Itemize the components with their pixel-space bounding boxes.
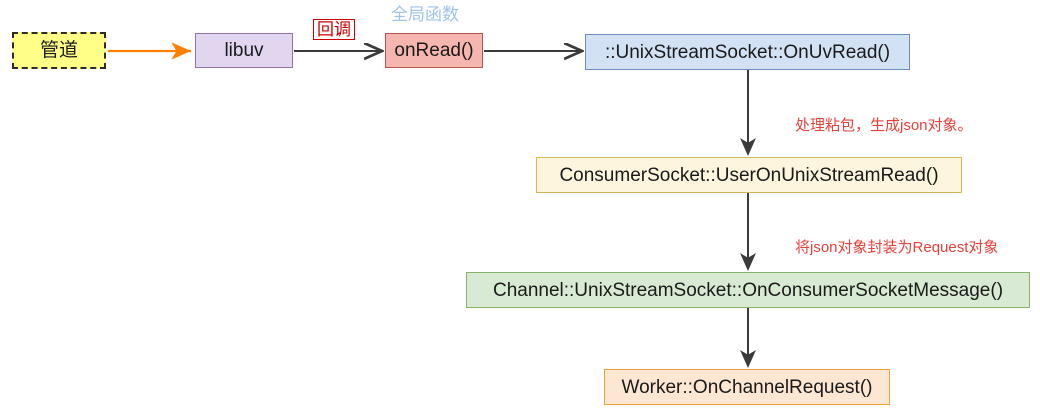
annotation-note-json-object: 处理粘包，生成json对象。 — [795, 117, 973, 134]
node-worker-on-channel-request[interactable]: Worker::OnChannelRequest() — [604, 369, 890, 405]
node-consumer-socket[interactable]: ConsumerSocket::UserOnUnixStreamRead() — [536, 157, 962, 193]
node-channel-unix-stream-socket-label: Channel::UnixStreamSocket::OnConsumerSoc… — [492, 279, 1004, 301]
node-libuv-label: libuv — [224, 40, 264, 61]
node-pipe[interactable]: 管道 — [12, 32, 106, 69]
node-onuvread-label: ::UnixStreamSocket::OnUvRead() — [604, 41, 891, 63]
node-onuvread[interactable]: ::UnixStreamSocket::OnUvRead() — [585, 34, 910, 70]
node-onread-label: onRead() — [394, 40, 474, 61]
annotation-note-request-object: 将json对象封装为Request对象 — [795, 239, 999, 256]
node-libuv[interactable]: libuv — [195, 33, 293, 68]
node-consumer-socket-label: ConsumerSocket::UserOnUnixStreamRead() — [559, 164, 939, 186]
node-channel-unix-stream-socket[interactable]: Channel::UnixStreamSocket::OnConsumerSoc… — [466, 272, 1030, 308]
node-onread[interactable]: onRead() — [385, 33, 483, 68]
annotation-global-function: 全局函数 — [391, 5, 459, 24]
node-pipe-label: 管道 — [39, 40, 78, 61]
node-worker-on-channel-request-label: Worker::OnChannelRequest() — [621, 376, 873, 398]
edge-label-callback: 回调 — [313, 19, 355, 40]
